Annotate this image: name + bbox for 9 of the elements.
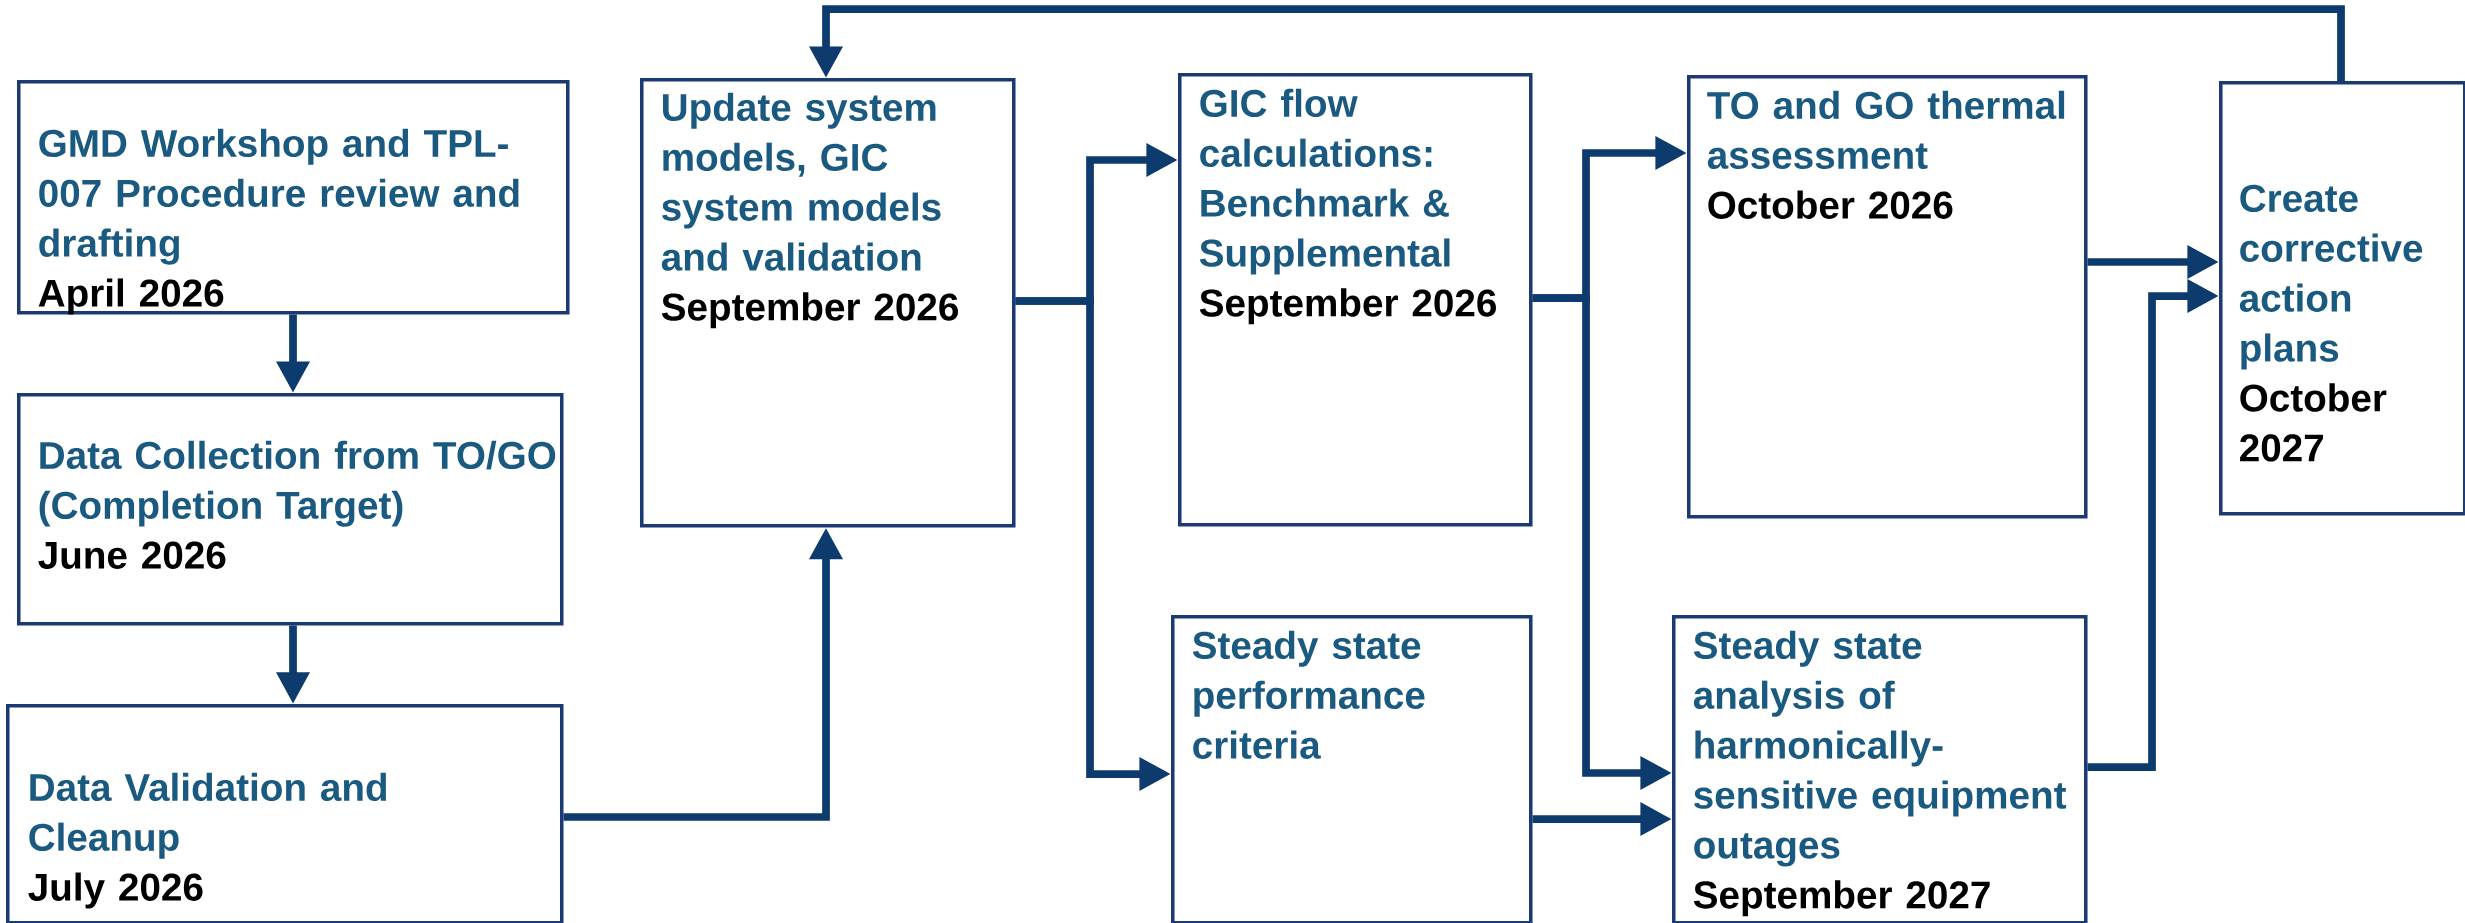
process-box: Steady state performance criteria (1171, 615, 1533, 923)
process-box: Update system models, GIC system models and validation September 2026 (640, 78, 1016, 528)
process-box: Data Collection from TO/GO (Completion Target) June 2026 (17, 393, 564, 626)
process-box: Data Validation and Cleanup July 2026 (6, 704, 564, 923)
process-box: Create corrective action plans October 2027 (2219, 81, 2465, 516)
process-box: TO and GO thermal assessment October 2026 (1687, 75, 2088, 519)
process-box: Steady state analysis of harmonically-sensitive equipment outages September 2027 (1672, 615, 2088, 923)
process-box: GMD Workshop and TPL-007 Procedure review and drafting April 2026 (17, 80, 570, 315)
process-box: GIC flow calculations: Benchmark & Supplemental September 2026 (1178, 73, 1533, 527)
